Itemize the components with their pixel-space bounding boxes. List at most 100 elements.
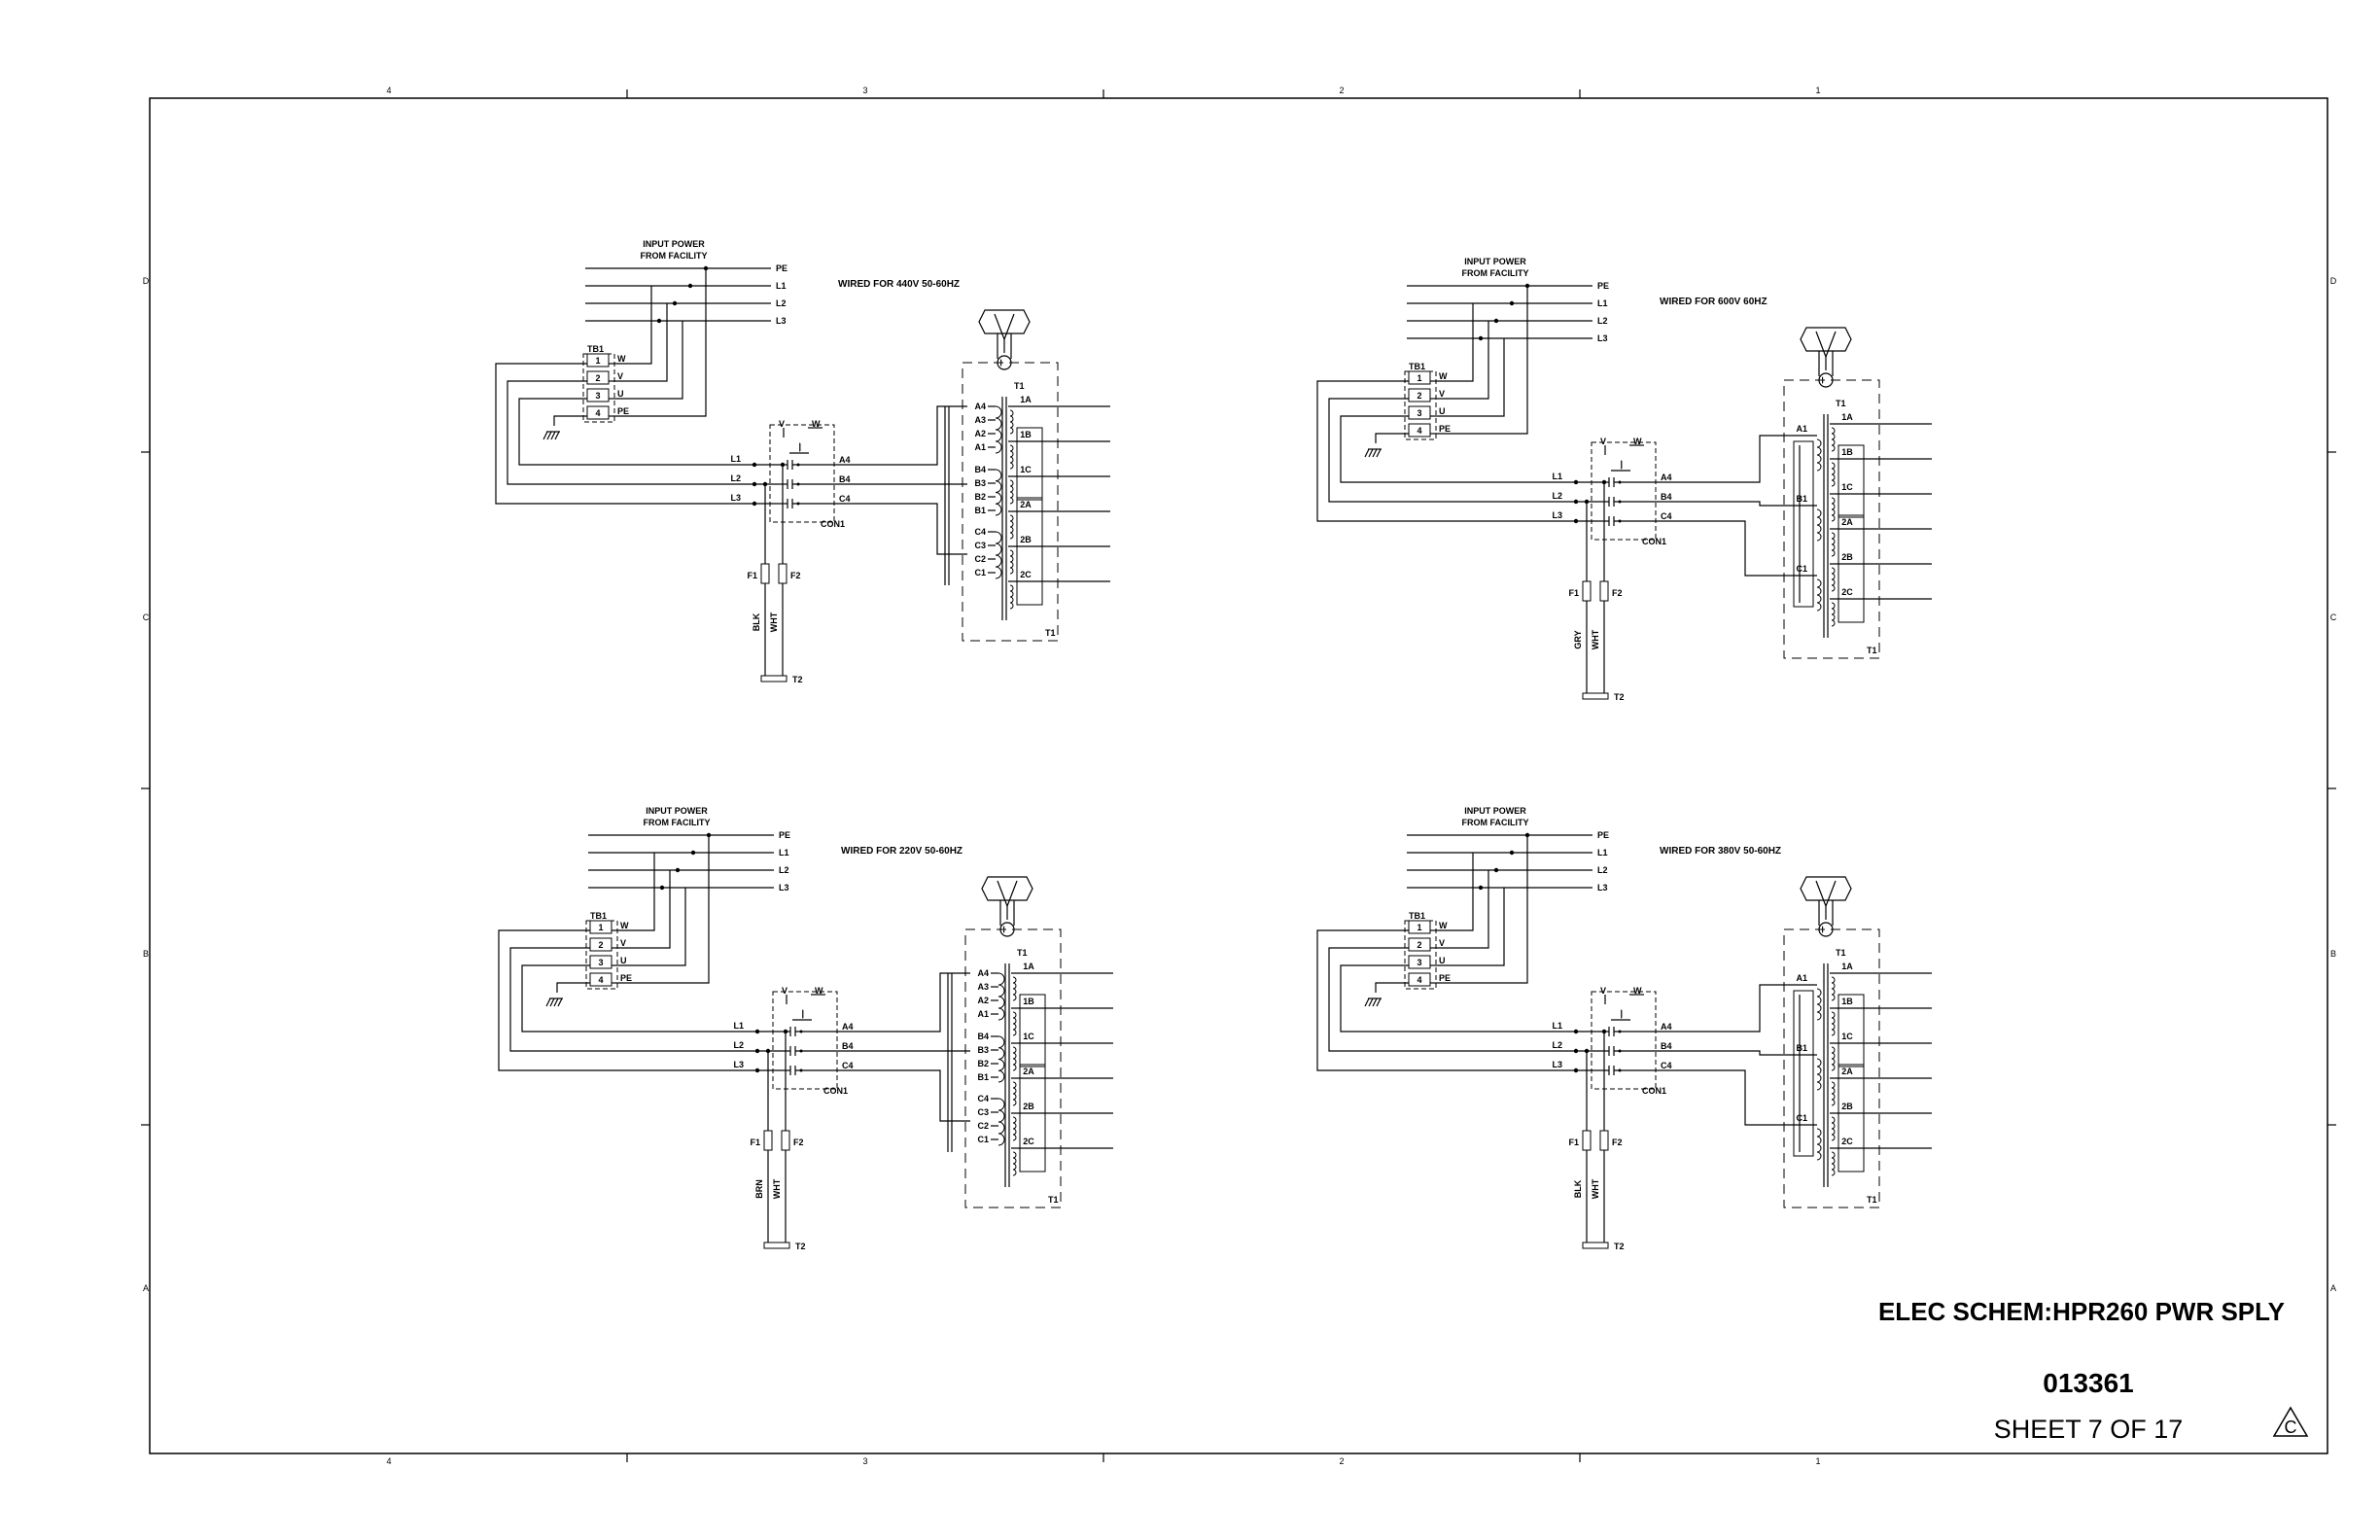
t1-label: T1 bbox=[1014, 381, 1025, 391]
wire bbox=[1376, 998, 1382, 1007]
fan-icon bbox=[1800, 327, 1852, 388]
secondary-label: 2C bbox=[1020, 570, 1032, 579]
zone-column-bottom: 2 bbox=[1339, 1456, 1344, 1466]
wire bbox=[550, 431, 556, 440]
terminal-name: W bbox=[1439, 921, 1448, 930]
coil-icon bbox=[1831, 1011, 1836, 1036]
coil-icon bbox=[1620, 460, 1623, 470]
fuse-icon bbox=[760, 563, 770, 584]
primary-tap-label: C3 bbox=[974, 541, 986, 550]
secondary-label: 1B bbox=[1841, 447, 1853, 457]
terminal bbox=[1408, 423, 1431, 438]
wire bbox=[619, 870, 671, 949]
wire bbox=[616, 303, 668, 382]
coil-icon bbox=[1012, 1081, 1017, 1106]
panel-heading: WIRED FOR 380V 50-60HZ bbox=[1660, 846, 1781, 857]
terminal bbox=[589, 972, 612, 987]
coil-icon bbox=[1816, 438, 1822, 472]
wire bbox=[1815, 880, 1827, 907]
zone-column-bottom: 4 bbox=[386, 1456, 391, 1466]
fuse-icon bbox=[763, 1130, 773, 1151]
wire bbox=[619, 835, 710, 984]
wire bbox=[1340, 964, 1576, 1032]
zone-column-bottom: 3 bbox=[862, 1456, 867, 1466]
input-power-label: INPUT POWER bbox=[1464, 806, 1526, 816]
zone-row-right: B bbox=[2330, 949, 2336, 959]
wire bbox=[619, 853, 655, 931]
junction-dot bbox=[752, 481, 757, 487]
contact-out-label: A4 bbox=[839, 455, 851, 465]
contactor-w-label: W bbox=[1633, 437, 1642, 446]
secondary-label: 1C bbox=[1023, 1032, 1034, 1041]
coil-icon bbox=[998, 1098, 1005, 1146]
zone-row-left: D bbox=[143, 276, 150, 286]
coil-icon bbox=[1620, 1009, 1623, 1019]
wire bbox=[616, 286, 652, 365]
wire bbox=[1368, 998, 1374, 1007]
primary-tap-label: C4 bbox=[974, 527, 986, 537]
line-label: L1 bbox=[1552, 1021, 1562, 1031]
line-label: L1 bbox=[1552, 472, 1562, 481]
terminal-pin: 1 bbox=[595, 356, 600, 366]
wire bbox=[553, 415, 587, 426]
terminal-pin: 4 bbox=[1417, 426, 1421, 436]
wire bbox=[1658, 1050, 1784, 1056]
drawing-border bbox=[149, 97, 2328, 1454]
primary-tap-label: A2 bbox=[977, 996, 989, 1005]
primary-tap-label: B3 bbox=[974, 478, 986, 488]
wire bbox=[1328, 398, 1576, 503]
contact-out-label: B4 bbox=[842, 1041, 854, 1051]
primary-tap-label: B1 bbox=[974, 506, 986, 515]
terminal bbox=[586, 353, 610, 368]
wire bbox=[1316, 380, 1576, 522]
primary-tap-label: A4 bbox=[977, 968, 989, 978]
contactor-box bbox=[772, 991, 838, 1090]
t1-label: T1 bbox=[1867, 1195, 1877, 1205]
wire bbox=[518, 398, 754, 466]
bus-label: PE bbox=[1597, 830, 1609, 840]
fuse-f1-label: F1 bbox=[1568, 588, 1579, 598]
junction-dot bbox=[1601, 479, 1607, 485]
tb1-label: TB1 bbox=[1409, 362, 1425, 371]
input-power-label: FROM FACILITY bbox=[1462, 268, 1529, 278]
junction-dot bbox=[1478, 885, 1484, 891]
terminal-name: U bbox=[617, 389, 624, 399]
line-label: L2 bbox=[733, 1040, 744, 1050]
t1-label: T1 bbox=[1048, 1195, 1059, 1205]
coil-icon bbox=[998, 1035, 1005, 1083]
fuse-f1-label: F1 bbox=[750, 1138, 760, 1147]
coil-icon bbox=[1831, 567, 1836, 592]
coil-icon bbox=[1012, 976, 1017, 1001]
coil-icon bbox=[1831, 497, 1836, 522]
primary-tap-label: A1 bbox=[1796, 424, 1807, 434]
fuse-f2-label: F2 bbox=[1612, 588, 1623, 598]
zone-row-left: B bbox=[143, 949, 149, 959]
wire bbox=[498, 929, 757, 1071]
line-label: L3 bbox=[1552, 510, 1562, 520]
secondary-label: 2A bbox=[1023, 1067, 1034, 1076]
t2-label: T2 bbox=[1614, 1242, 1625, 1251]
terminal-pin: 3 bbox=[598, 958, 603, 967]
terminal bbox=[1408, 920, 1431, 934]
t2-connector-icon bbox=[1582, 1242, 1609, 1249]
wire bbox=[521, 964, 757, 1032]
primary-tap-label: C1 bbox=[1796, 1113, 1807, 1123]
fuse-icon bbox=[778, 563, 788, 584]
zone-row-right: D bbox=[2330, 276, 2337, 286]
junction-dot bbox=[765, 1048, 771, 1054]
primary-tap-label: C3 bbox=[977, 1107, 989, 1117]
coil-icon bbox=[1816, 508, 1822, 542]
secondary-bracket bbox=[1838, 994, 1865, 1068]
bus-label: L1 bbox=[779, 848, 789, 858]
transformer-t1 bbox=[964, 928, 1062, 1208]
terminal bbox=[1408, 937, 1431, 952]
secondary-bracket bbox=[1838, 444, 1865, 518]
bus-label: L3 bbox=[779, 883, 789, 892]
terminal bbox=[1408, 388, 1431, 402]
input-power-label: INPUT POWER bbox=[646, 806, 708, 816]
t2-connector-icon bbox=[760, 675, 788, 682]
wire bbox=[616, 268, 707, 417]
coil-icon bbox=[1009, 444, 1014, 470]
